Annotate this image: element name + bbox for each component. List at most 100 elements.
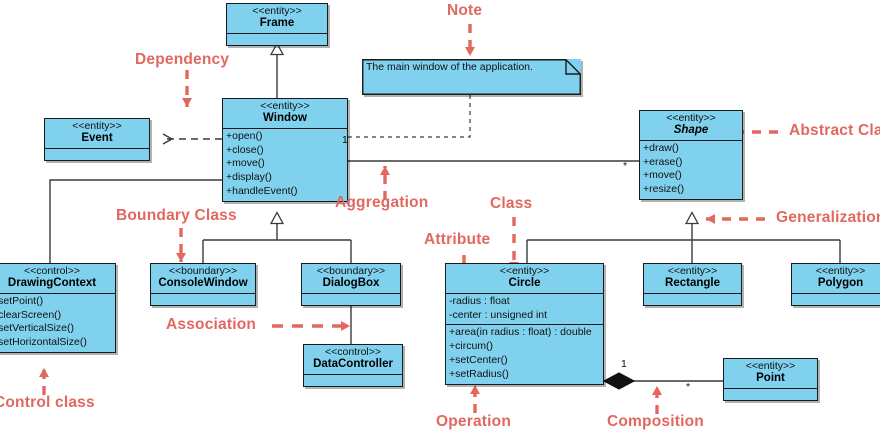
class-operation: +setRadius() (449, 368, 509, 381)
class-name: DataController (313, 358, 393, 371)
class-stereotype: <<entity>> (745, 360, 796, 372)
class-header-polygon: <<entity>> Polygon (792, 264, 880, 293)
class-stereotype: <<control>> (324, 346, 382, 358)
class-name: Point (756, 372, 785, 385)
class-operation: +display() (226, 171, 272, 184)
annotation-label-aggregation: Aggregation (335, 194, 429, 211)
class-attributes-compartment (304, 373, 402, 386)
class-stereotype: <<entity>> (667, 265, 718, 277)
annotation-label-association: Association (166, 316, 257, 333)
class-name: Window (263, 112, 307, 125)
class-operation: +move() (643, 169, 682, 182)
class-name: Rectangle (665, 277, 720, 290)
class-operation: +setHorizontalSize() (0, 336, 87, 349)
class-stereotype: <<boundary>> (316, 265, 386, 277)
class-header-window: <<entity>> Window (223, 99, 347, 128)
class-header-datacontroller: <<control>> DataController (304, 345, 402, 374)
class-operation: +clearScreen() (0, 308, 62, 321)
class-stereotype: <<entity>> (666, 112, 716, 124)
class-box-datacontroller[interactable]: <<control>> DataController (303, 344, 403, 387)
class-operation: +move() (226, 157, 265, 170)
multiplicity-window-shape-target: * (623, 160, 628, 172)
class-operation: +erase() (643, 155, 683, 168)
class-operations-compartment: +draw() +erase() +move() +resize() (640, 139, 742, 199)
class-stereotype: <<entity>> (815, 265, 866, 277)
annotation-label-attribute: Attribute (424, 231, 491, 248)
class-attributes-compartment (45, 147, 149, 160)
class-operation: +setVerticalSize() (0, 322, 74, 335)
annotation-label-generalization: Generalization (776, 209, 880, 226)
class-box-dialogbox[interactable]: <<boundary>> DialogBox (301, 263, 401, 306)
relationship-window-shape-aggregation (318, 153, 639, 169)
class-box-shape[interactable]: <<entity>> Shape +draw() +erase() +move(… (639, 110, 743, 201)
multiplicity-window-shape-source: 1 (342, 134, 348, 146)
class-name: Polygon (817, 277, 864, 290)
class-header-frame: <<entity>> Frame (227, 4, 327, 33)
class-header-circle: <<entity>> Circle (446, 264, 603, 293)
note-box[interactable]: The main window of the application. (362, 59, 581, 95)
note-text: The main window of the application. (366, 61, 533, 73)
class-stereotype: <<entity>> (260, 100, 310, 112)
relationship-circle-point-composition (602, 372, 723, 390)
annotation-label-control-class: Control class (0, 394, 95, 411)
class-header-shape: <<entity>> Shape (640, 111, 742, 140)
class-attribute: -center : unsigned int (449, 308, 548, 321)
class-header-rectangle: <<entity>> Rectangle (644, 264, 741, 293)
class-attributes-compartment (644, 292, 741, 305)
class-operation: +setPoint() (0, 294, 44, 307)
class-attributes-compartment (302, 292, 400, 305)
class-operation: +open() (226, 129, 263, 142)
class-operation: +circum() (449, 340, 494, 353)
annotation-label-boundary-class: Boundary Class (116, 207, 237, 224)
class-header-drawingcontext: <<control>> DrawingContext (0, 264, 115, 293)
class-box-event[interactable]: <<entity>> Event (44, 118, 150, 161)
class-name: ConsoleWindow (158, 277, 248, 290)
annotation-label-abstract-class: Abstract Class (789, 122, 880, 139)
annotation-label-class: Class (490, 195, 533, 212)
class-attributes-compartment (151, 292, 255, 305)
class-name: Shape (673, 124, 709, 137)
class-operation: +handleEvent() (226, 185, 298, 198)
class-box-window[interactable]: <<entity>> Window +open() +close() +move… (222, 98, 348, 203)
class-name: Circle (508, 277, 541, 290)
class-box-rectangle[interactable]: <<entity>> Rectangle (643, 263, 742, 306)
class-stereotype: <<control>> (23, 265, 81, 277)
class-box-frame[interactable]: <<entity>> Frame (226, 3, 328, 46)
class-operation: +setCenter() (449, 354, 508, 367)
class-box-consolewindow[interactable]: <<boundary>> ConsoleWindow (150, 263, 256, 306)
class-name: Frame (259, 17, 295, 30)
class-attributes-compartment: -radius : float -center : unsigned int (446, 292, 603, 325)
class-box-point[interactable]: <<entity>> Point (723, 358, 818, 401)
class-stereotype: <<boundary>> (168, 265, 238, 277)
class-operations-compartment: +open() +close() +move() +display() +han… (223, 127, 347, 201)
annotation-label-note: Note (447, 2, 483, 19)
class-operations-compartment: +setPoint() +clearScreen() +setVerticalS… (0, 292, 115, 352)
class-operation: +area(in radius : float) : double (449, 326, 592, 339)
class-name: Event (81, 132, 113, 145)
annotation-label-operation: Operation (436, 413, 512, 430)
multiplicity-circle-point-source: 1 (621, 358, 627, 370)
class-header-point: <<entity>> Point (724, 359, 817, 388)
annotation-label-composition: Composition (607, 413, 704, 430)
class-stereotype: <<entity>> (72, 120, 122, 132)
class-header-event: <<entity>> Event (45, 119, 149, 148)
class-operations-compartment: +area(in radius : float) : double +circu… (446, 324, 603, 383)
class-operation: +draw() (643, 141, 679, 154)
class-operation: +resize() (643, 183, 685, 196)
class-name: DrawingContext (7, 277, 97, 290)
multiplicity-circle-point-target: * (686, 381, 691, 393)
class-attribute: -radius : float (449, 294, 510, 307)
class-stereotype: <<entity>> (499, 265, 550, 277)
note-anchor-line (348, 95, 471, 138)
class-box-circle[interactable]: <<entity>> Circle -radius : float -cente… (445, 263, 604, 385)
class-box-drawingcontext[interactable]: <<control>> DrawingContext +setPoint() +… (0, 263, 116, 354)
class-attributes-compartment (792, 292, 880, 305)
class-stereotype: <<entity>> (252, 5, 302, 17)
class-name: DialogBox (322, 277, 380, 290)
class-attributes-compartment (724, 387, 817, 400)
class-operation: +close() (226, 143, 264, 156)
class-header-consolewindow: <<boundary>> ConsoleWindow (151, 264, 255, 293)
class-box-polygon[interactable]: <<entity>> Polygon (791, 263, 880, 306)
class-header-dialogbox: <<boundary>> DialogBox (302, 264, 400, 293)
